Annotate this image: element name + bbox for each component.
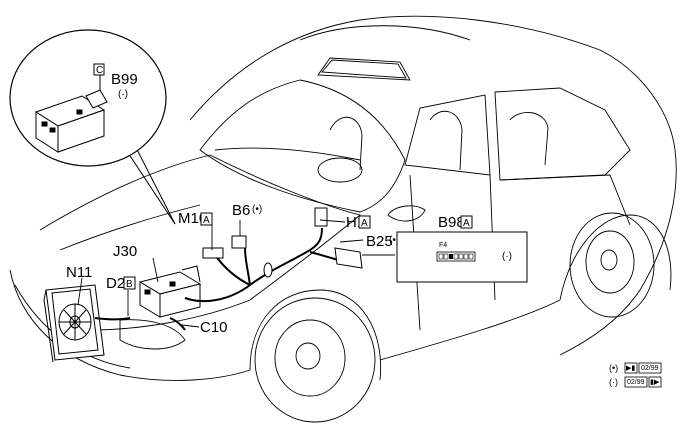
legend-arrow-1: ▶▮ bbox=[626, 365, 635, 372]
inset-code: C bbox=[96, 65, 103, 76]
label-n11: N11 bbox=[66, 264, 92, 281]
label-b6: B6 bbox=[232, 202, 250, 219]
legend-symbol-2: (·) bbox=[609, 377, 618, 387]
label-b6-mark: (•) bbox=[252, 204, 262, 215]
label-b98: B98 bbox=[438, 214, 465, 231]
fuse-panel bbox=[396, 231, 528, 283]
inset-battery bbox=[34, 74, 108, 153]
label-b25: B25 bbox=[366, 233, 393, 250]
label-d2: D2 bbox=[106, 275, 125, 292]
legend: (•) ▶▮ 02/99 (·) 02/99 ▮▶ bbox=[609, 362, 662, 388]
legend-date-2: 02/99 bbox=[627, 379, 645, 386]
inset-mark: (·) bbox=[118, 89, 128, 100]
leader-lines bbox=[77, 219, 395, 328]
label-m10-code: A bbox=[203, 215, 210, 226]
fan-n11 bbox=[58, 303, 92, 341]
label-b25-mark: (•) bbox=[389, 235, 399, 246]
connectors bbox=[202, 207, 363, 278]
legend-date-1: 02/99 bbox=[641, 365, 659, 372]
label-m10: M10 bbox=[178, 210, 207, 227]
battery bbox=[138, 265, 202, 318]
label-h1-code: A bbox=[361, 218, 368, 229]
label-b99: B99 bbox=[111, 71, 138, 88]
fuse-panel-mark: (·) bbox=[502, 251, 512, 262]
legend-arrow-2: ▮▶ bbox=[650, 379, 660, 386]
legend-symbol-1: (•) bbox=[609, 363, 618, 373]
label-d2-code: B bbox=[126, 279, 133, 290]
label-j30: J30 bbox=[113, 243, 137, 260]
label-b98-code: A bbox=[463, 218, 470, 229]
fuse-panel-title: F4 bbox=[439, 242, 447, 249]
label-c10: C10 bbox=[200, 319, 228, 336]
